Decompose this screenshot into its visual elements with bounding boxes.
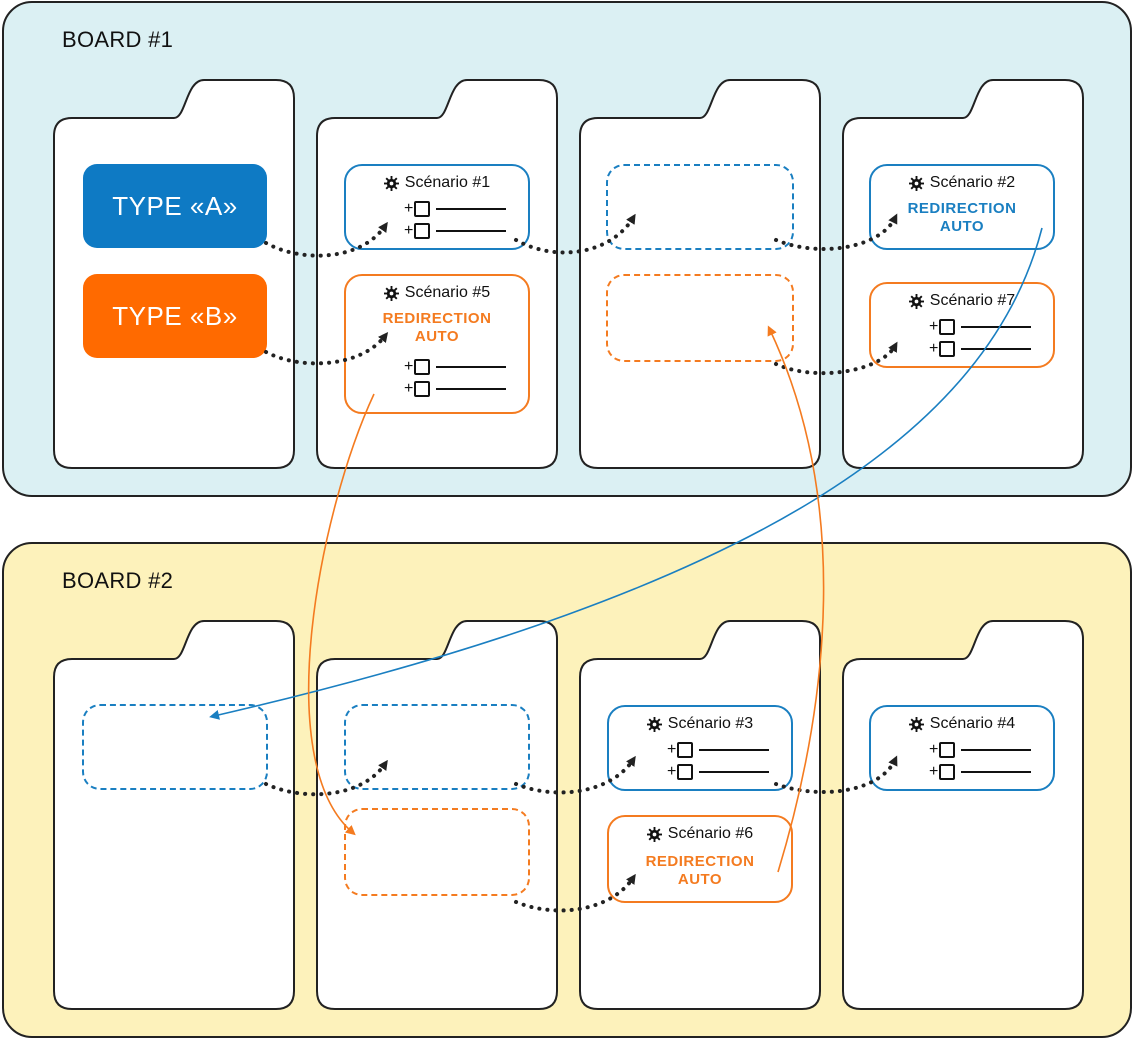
step-row[interactable]: + — [404, 380, 506, 398]
plus-sign: + — [404, 200, 414, 217]
checkbox-icon[interactable] — [414, 381, 430, 397]
card-title: Scénario #5 — [346, 284, 528, 302]
checkbox-icon[interactable] — [677, 764, 693, 780]
step-row[interactable]: + — [404, 200, 506, 218]
gear-icon — [647, 717, 662, 732]
gear-icon — [909, 176, 924, 191]
step-line — [436, 366, 506, 368]
placeholder-blue — [82, 704, 268, 790]
placeholder-orange — [344, 808, 530, 896]
redirection-line-2: AUTO — [939, 218, 985, 235]
redirection-line-1: REDIRECTION — [645, 853, 755, 870]
card-title: Scénario #3 — [609, 715, 791, 733]
card-title: Scénario #2 — [871, 174, 1053, 192]
step-line — [961, 326, 1031, 328]
type-a-button[interactable]: TYPE «A» — [83, 164, 267, 248]
scenario-label: Scénario #2 — [929, 174, 1016, 191]
gear-icon — [647, 827, 662, 842]
step-line — [436, 208, 506, 210]
checkbox-icon[interactable] — [939, 341, 955, 357]
checkbox-icon[interactable] — [939, 319, 955, 335]
redirection-line-1: REDIRECTION — [382, 310, 492, 327]
plus-sign: + — [929, 340, 939, 357]
type-a-label: TYPE «A» — [112, 190, 238, 221]
step-line — [961, 771, 1031, 773]
checkbox-icon[interactable] — [677, 742, 693, 758]
type-b-button[interactable]: TYPE «B» — [83, 274, 267, 358]
scenario-label: Scénario #1 — [404, 174, 491, 191]
step-row[interactable]: + — [929, 318, 1031, 336]
placeholder-blue — [344, 704, 530, 790]
step-line — [436, 388, 506, 390]
card-title: Scénario #1 — [346, 174, 528, 192]
gear-icon — [909, 717, 924, 732]
step-row[interactable]: + — [929, 741, 1031, 759]
redirection-label: REDIRECTION AUTO — [871, 200, 1053, 236]
scenario-2-card[interactable]: Scénario #2 REDIRECTION AUTO — [869, 164, 1055, 250]
gear-icon — [909, 294, 924, 309]
redirection-line-1: REDIRECTION — [907, 200, 1017, 217]
column-folder — [842, 620, 1084, 1010]
step-row[interactable]: + — [929, 763, 1031, 781]
redirection-label: REDIRECTION AUTO — [346, 310, 528, 346]
scenario-label: Scénario #5 — [404, 284, 491, 301]
plus-sign: + — [929, 741, 939, 758]
scenario-3-card[interactable]: Scénario #3 + + — [607, 705, 793, 791]
gear-icon — [384, 286, 399, 301]
card-title: Scénario #4 — [871, 715, 1053, 733]
step-row[interactable]: + — [667, 763, 769, 781]
plus-sign: + — [667, 741, 677, 758]
type-b-label: TYPE «B» — [112, 300, 238, 331]
checkbox-icon[interactable] — [939, 764, 955, 780]
step-row[interactable]: + — [404, 222, 506, 240]
step-line — [961, 749, 1031, 751]
checkbox-icon[interactable] — [939, 742, 955, 758]
plus-sign: + — [404, 358, 414, 375]
gear-icon — [384, 176, 399, 191]
checkbox-icon[interactable] — [414, 223, 430, 239]
board-title: BOARD #2 — [62, 568, 174, 593]
card-title: Scénario #7 — [871, 292, 1053, 310]
column-folder — [53, 620, 295, 1010]
scenario-label: Scénario #7 — [929, 292, 1016, 309]
step-row[interactable]: + — [929, 340, 1031, 358]
scenario-label: Scénario #4 — [929, 715, 1016, 732]
checkbox-icon[interactable] — [414, 201, 430, 217]
scenario-5-card[interactable]: Scénario #5 REDIRECTION AUTO + + — [344, 274, 530, 414]
board-title: BOARD #1 — [62, 27, 174, 52]
card-title: Scénario #6 — [609, 825, 791, 843]
step-line — [436, 230, 506, 232]
scenario-label: Scénario #3 — [667, 715, 754, 732]
placeholder-blue — [606, 164, 794, 250]
scenario-7-card[interactable]: Scénario #7 + + — [869, 282, 1055, 368]
plus-sign: + — [404, 222, 414, 239]
plus-sign: + — [404, 380, 414, 397]
step-line — [699, 771, 769, 773]
scenario-label: Scénario #6 — [667, 825, 754, 842]
scenario-6-card[interactable]: Scénario #6 REDIRECTION AUTO — [607, 815, 793, 903]
redirection-line-2: AUTO — [677, 871, 723, 888]
plus-sign: + — [667, 763, 677, 780]
placeholder-orange — [606, 274, 794, 362]
checkbox-icon[interactable] — [414, 359, 430, 375]
plus-sign: + — [929, 763, 939, 780]
column-folder — [842, 79, 1084, 469]
redirection-label: REDIRECTION AUTO — [609, 853, 791, 889]
scenario-1-card[interactable]: Scénario #1 + + — [344, 164, 530, 250]
step-line — [699, 749, 769, 751]
step-row[interactable]: + — [404, 358, 506, 376]
redirection-line-2: AUTO — [414, 328, 460, 345]
step-row[interactable]: + — [667, 741, 769, 759]
plus-sign: + — [929, 318, 939, 335]
step-line — [961, 348, 1031, 350]
scenario-4-card[interactable]: Scénario #4 + + — [869, 705, 1055, 791]
